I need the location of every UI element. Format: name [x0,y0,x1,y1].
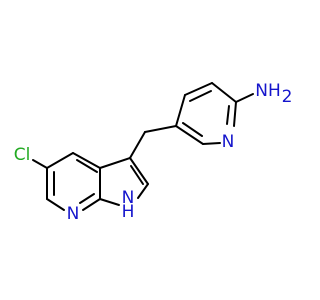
bond-c7a-n7-inner [79,193,95,204]
pyridine-nitrogen-label: N [67,204,80,224]
bond-c3p-c2p [211,82,237,103]
bond-n1p-c6p [202,142,221,145]
bond-c5p-c4p [175,94,186,127]
bond-c6p-c5p-inner [182,122,203,137]
bond-c3-ch2 [129,131,146,159]
bond-c4-c3a [72,152,101,169]
pyrrole-nitrogen-label: N [122,188,135,208]
bond-c3-c2-inner [130,165,144,185]
bond-c2p-nh2 [235,93,254,103]
bond-c2p-n1p [233,101,237,127]
chlorine-label: Cl [14,145,31,165]
bond-c3-c2 [129,157,149,185]
bond-n7-c6 [46,198,65,211]
bond-c7a-n7 [82,198,101,211]
bond-c2p-n1p-inner [226,105,230,125]
structure-canvas: Cl N N H N NH 2 [13,81,293,224]
amino-group-subscript: 2 [282,87,293,107]
bond-c5-cl [32,159,48,169]
bond-c5-c4 [46,152,74,169]
bond-n1-c7a [99,198,120,206]
bond-c3a-c3 [99,157,131,169]
aminopyridine-nitrogen-label: N [222,132,235,152]
bond-c6p-c5p [175,125,204,145]
bond-c4-c3a-inner [76,159,98,173]
pyrrole-hydrogen-label: H [122,202,135,222]
amino-group-label: NH [255,81,281,101]
bond-c2-n1 [137,183,149,199]
bond-c4p-c3p [184,82,213,96]
bond-ch2-c5prime [144,125,177,133]
bond-c4p-c3p-inner [189,90,212,102]
molecule-drawing: Cl N N H N NH 2 [14,81,293,224]
